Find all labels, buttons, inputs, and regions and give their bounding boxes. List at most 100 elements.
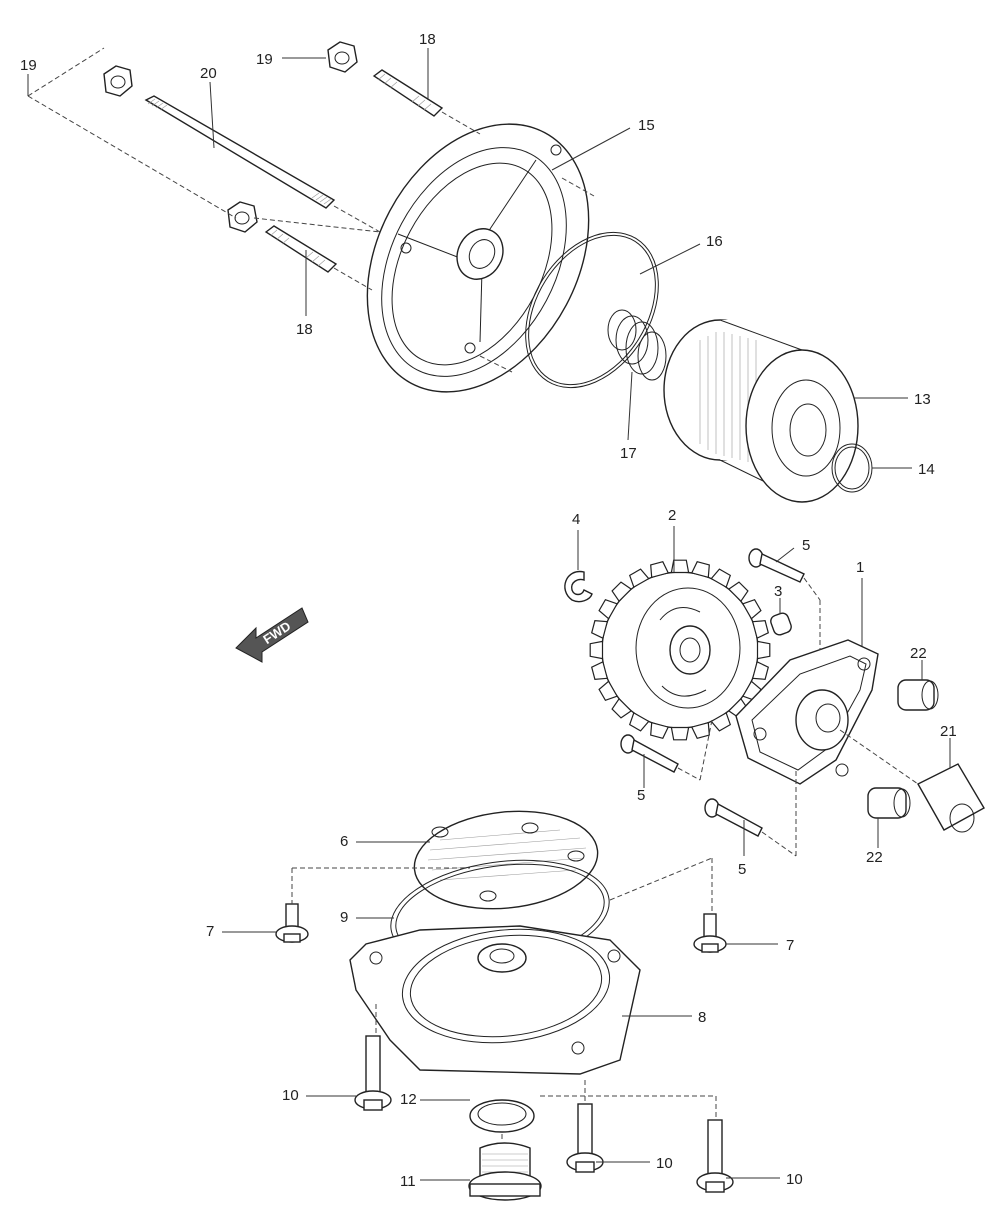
callout-label: 14 [918,461,935,478]
gear-tooth [756,640,771,660]
gear-tooth [590,620,609,640]
nut-19-left [103,65,133,97]
callout-18-top: 18 [419,31,436,100]
callout-14: 14 [872,461,935,478]
callout-7-left: 7 [206,923,276,940]
callout-label: 10 [282,1087,299,1104]
gear-tooth [611,697,633,719]
callout-5-top: 5 [775,537,810,563]
callout-4: 4 [572,511,580,570]
bolt-7-left [275,903,309,943]
callout-label: 21 [940,723,957,740]
callout-label: 6 [340,833,348,850]
gear-2 [589,559,771,741]
nut-19-lower [227,201,258,233]
callout-10-right: 10 [726,1171,803,1188]
callout-11: 11 [400,1173,470,1190]
gear-tooth [628,568,650,588]
callout-1: 1 [856,559,864,646]
gear-tooth [611,581,633,603]
washer-12 [469,1099,535,1133]
callout-label: 18 [296,321,313,338]
gear-tooth [690,560,710,579]
callout-label: 19 [20,57,37,74]
callout-6: 6 [340,833,430,850]
callout-label: 1 [856,559,864,576]
gear-tooth [589,640,604,660]
callout-label: 5 [637,787,645,804]
callout-label: 4 [572,511,580,528]
callout-7-right: 7 [726,937,794,954]
callout-3: 3 [774,583,782,614]
callout-19-top: 19 [256,51,326,68]
gear-tooth [710,712,732,732]
callout-10-middle: 10 [596,1155,673,1172]
oil-pump-body-1 [735,639,879,785]
gear-tooth [751,620,770,640]
drain-plug-11 [468,1142,542,1201]
gear-tooth [598,680,618,702]
callout-label: 3 [774,583,782,600]
callout-18-lower: 18 [296,250,313,338]
callout-label: 18 [419,31,436,48]
callout-label: 15 [638,117,655,134]
bolt-10-left [354,1035,392,1111]
stud-bolt-18-lower [264,225,338,273]
callout-label: 11 [400,1173,416,1190]
callout-16: 16 [639,233,723,275]
callout-label: 10 [786,1171,803,1188]
stud-bolt-18-top [372,69,444,117]
callout-label: 17 [620,445,637,462]
callout-label: 20 [200,65,217,82]
nut-19-top [327,41,358,73]
callouts: 19 20 19 18 15 16 18 13 [20,31,957,1190]
guide-lines [27,47,919,1140]
callout-label: 10 [656,1155,673,1172]
gear-tooth [670,726,690,741]
fwd-arrow: FWD [235,607,309,663]
gear-tooth [650,721,670,740]
oil-screen-6 [413,810,599,910]
callout-2: 2 [668,507,676,572]
callout-label: 7 [786,937,794,954]
gear-tooth [690,721,710,740]
callout-label: 19 [256,51,273,68]
dowel-22-upper [897,679,939,711]
callout-label: 16 [706,233,723,250]
callout-12: 12 [400,1091,470,1108]
gear-tooth [710,568,732,588]
screw-5-right [704,798,763,837]
callout-5-right: 5 [738,820,746,878]
callout-label: 7 [206,923,214,940]
bolt-7-right [693,913,727,953]
callout-10-left: 10 [282,1087,356,1104]
callout-label: 8 [698,1009,706,1026]
filter-cover-15 [366,123,590,393]
callout-label: 5 [738,861,746,878]
gear-tooth [650,560,670,579]
callout-label: 22 [866,849,883,866]
callout-9: 9 [340,909,394,926]
gear-tooth [751,660,770,680]
oil-pan-cover-8 [349,925,641,1075]
gear-tooth [590,660,609,680]
stud-rod-20 [144,95,336,209]
gear-tooth [727,581,749,603]
bolt-10-right [696,1119,734,1193]
callout-label: 12 [400,1091,417,1108]
callout-label: 22 [910,645,927,662]
callout-15: 15 [551,117,655,171]
gear-tooth [670,559,690,574]
callout-20: 20 [200,65,217,149]
gear-tooth [628,712,650,732]
collar-21 [917,763,985,833]
callout-label: 9 [340,909,348,926]
gear-tooth [598,598,618,620]
e-clip-4 [564,570,593,603]
callout-22-lower: 22 [866,818,883,866]
screw-5-left [620,734,679,773]
callout-21: 21 [940,723,957,768]
callout-22-upper: 22 [910,645,927,680]
callout-13: 13 [854,391,931,408]
